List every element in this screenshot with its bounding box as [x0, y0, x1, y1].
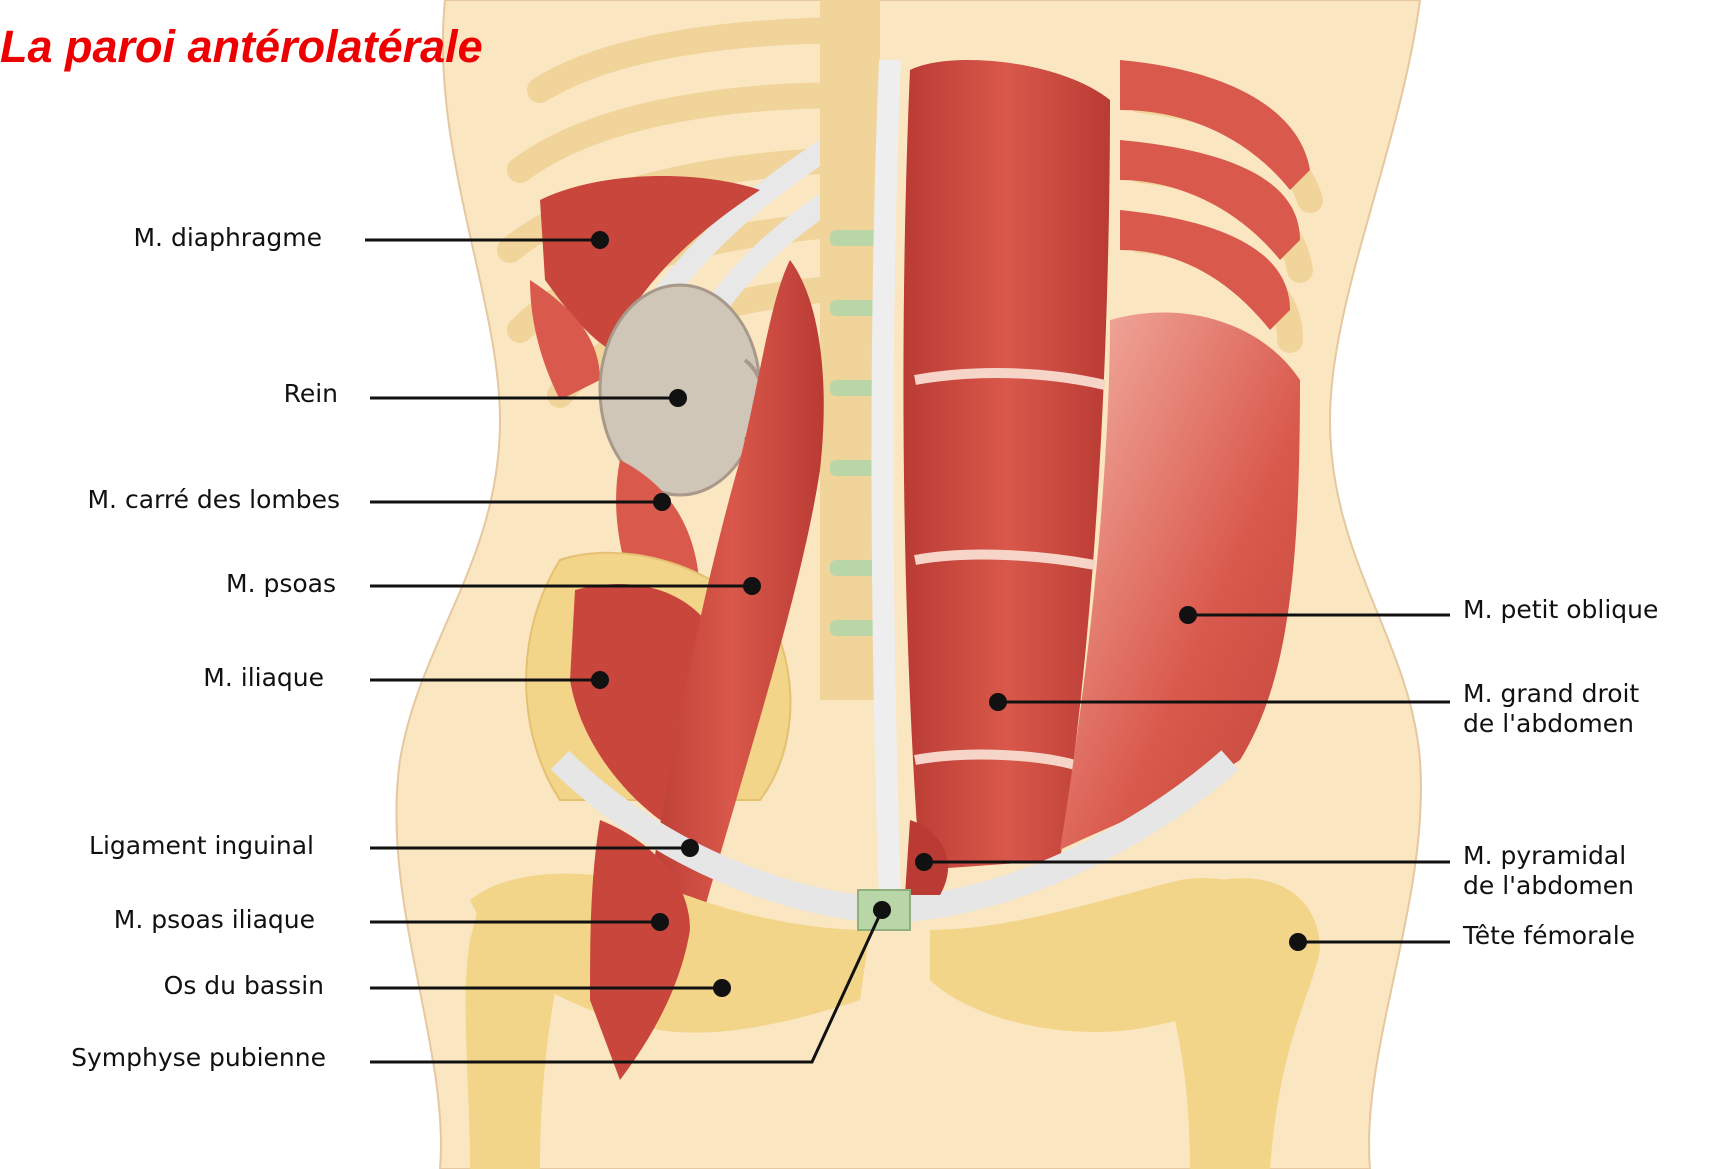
spine-column: [820, 0, 880, 700]
label-ligament-inguinal: Ligament inguinal: [89, 831, 314, 860]
label-pyramidal-1: M. pyramidal: [1463, 841, 1626, 870]
label-pyramidal-2: de l'abdomen: [1463, 871, 1634, 900]
label-carre-lombes: M. carré des lombes: [87, 485, 340, 514]
page-title: La paroi antérolatérale: [0, 21, 483, 72]
linea-alba: [883, 60, 891, 900]
label-diaphragme: M. diaphragme: [133, 223, 322, 252]
label-os-bassin: Os du bassin: [164, 971, 324, 1000]
label-iliaque: M. iliaque: [203, 663, 324, 692]
label-symphyse: Symphyse pubienne: [71, 1043, 326, 1072]
label-psoas: M. psoas: [226, 569, 336, 598]
label-tete-femorale: Tête fémorale: [1462, 921, 1635, 950]
label-petit-oblique: M. petit oblique: [1463, 595, 1658, 624]
label-psoas-iliaque: M. psoas iliaque: [114, 905, 315, 934]
label-grand-droit-2: de l'abdomen: [1463, 709, 1634, 738]
label-grand-droit-1: M. grand droit: [1463, 679, 1639, 708]
label-rein: Rein: [284, 379, 338, 408]
